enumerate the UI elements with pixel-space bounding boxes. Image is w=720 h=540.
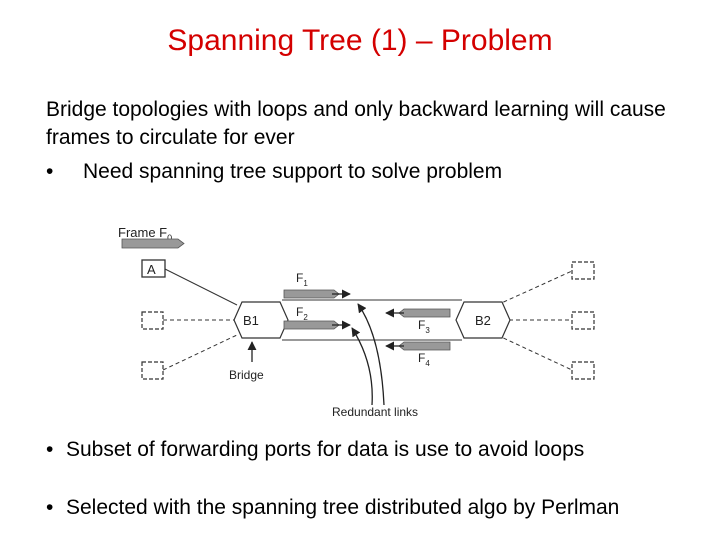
link-b2-r1 — [496, 270, 573, 306]
bridge-b2-node — [455, 301, 511, 339]
left-host-3 — [141, 361, 164, 380]
bullet-dot: • — [46, 496, 54, 519]
frame-f2-label: F2 — [296, 305, 308, 322]
bullet-text: Selected with the spanning tree distribu… — [66, 496, 620, 519]
frame-f2-shape — [283, 320, 340, 330]
redundant-links-caption: Redundant links — [332, 405, 418, 419]
link-b2-r3 — [496, 334, 573, 371]
bullet-dot: • — [46, 438, 54, 461]
bridge-loop-diagram: Frame F0 A B1 B2 F1 F2 F3 F4 Bridge Red — [118, 225, 595, 419]
bullet-text: Subset of forwarding ports for data is u… — [66, 438, 585, 461]
frame-f3-label: F3 — [418, 318, 430, 335]
right-host-3 — [571, 361, 595, 380]
right-host-1 — [571, 261, 595, 280]
slide-title: Spanning Tree (1) – Problem — [167, 24, 553, 57]
frame-f0-label: Frame F0 — [118, 225, 172, 243]
link-a-b1 — [164, 268, 238, 306]
bullet-item-3: • Selected with the spanning tree distrib… — [46, 494, 619, 522]
right-host-2 — [571, 311, 595, 330]
frame-f1-shape — [283, 289, 340, 299]
bridge-b1-label: B1 — [243, 313, 259, 328]
intro-text: Bridge topologies with loops and only ba… — [46, 98, 666, 149]
host-a-label: A — [147, 262, 156, 277]
bridge-caption: Bridge — [229, 368, 264, 382]
bridge-b1-node — [233, 301, 289, 339]
redundant-arrow-1 — [351, 327, 373, 406]
bullet-dot: • — [46, 160, 54, 183]
bridge-b2-label: B2 — [475, 313, 491, 328]
frame-f1-label: F1 — [296, 271, 308, 288]
left-host-2 — [141, 311, 164, 330]
host-a-box — [141, 259, 166, 278]
frame-f3-shape — [398, 308, 451, 318]
frame-f4-label: F4 — [418, 351, 430, 368]
frame-f4-shape — [398, 341, 451, 351]
bullet-item-2: • Subset of forwarding ports for data is … — [46, 436, 584, 464]
frame-f0-shape — [121, 238, 185, 249]
bullet-text: Need spanning tree support to solve prob… — [83, 160, 503, 183]
link-l3-b1 — [162, 334, 238, 371]
redundant-arrow-2 — [357, 303, 385, 406]
bullet-item-1: • Need spanning tree support to solve pro… — [46, 158, 502, 186]
